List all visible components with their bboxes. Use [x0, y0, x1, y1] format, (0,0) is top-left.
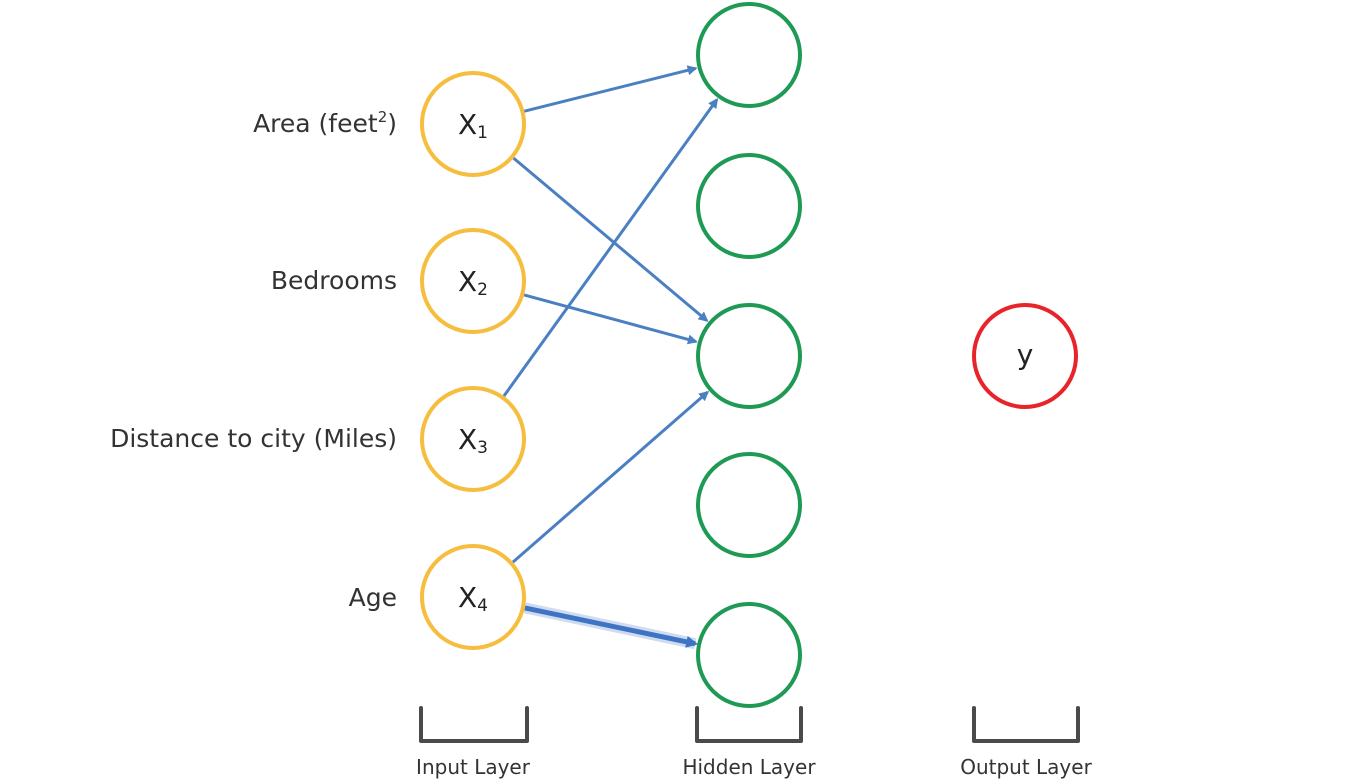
- hidden-node-5: [696, 602, 802, 708]
- hidden-layer-nodes: [696, 2, 802, 708]
- svg-text:X1: X1: [458, 108, 488, 143]
- input-node-x2: X2: [420, 228, 526, 334]
- svg-text:X4: X4: [458, 581, 488, 616]
- hidden-node-1: [696, 2, 802, 108]
- connection-x4-h5: [524, 605, 699, 648]
- connection-x4-h3: [511, 390, 710, 564]
- feature-label-distance: Distance to city (Miles): [110, 424, 397, 453]
- hidden-layer-label: Hidden Layer: [682, 755, 816, 779]
- input-node-x1: X1: [420, 71, 526, 177]
- feature-label-age: Age: [349, 583, 397, 612]
- hidden-node-2: [696, 153, 802, 259]
- feature-label-area: Area (feet2): [253, 108, 397, 138]
- input-layer-label: Input Layer: [416, 755, 531, 779]
- input-feature-labels: Area (feet2) Bedrooms Distance to city (…: [110, 108, 397, 612]
- connection-x1-h1: [524, 65, 698, 113]
- hidden-layer-bracket: [695, 706, 803, 743]
- layer-brackets: [419, 706, 1080, 743]
- feature-label-bedrooms: Bedrooms: [271, 266, 397, 295]
- layer-labels: Input Layer Hidden Layer Output Layer: [416, 755, 1093, 779]
- output-layer-label: Output Layer: [960, 755, 1092, 779]
- hidden-node-3: [696, 303, 802, 409]
- connection-x2-h3: [523, 293, 698, 345]
- input-node-x4: X4: [420, 544, 526, 650]
- input-node-x3: X3: [420, 386, 526, 492]
- output-node-y: y: [972, 303, 1078, 409]
- connection-x1-h3: [512, 156, 709, 322]
- svg-text:y: y: [1017, 338, 1034, 371]
- svg-text:X2: X2: [458, 265, 488, 300]
- hidden-node-4: [696, 452, 802, 558]
- svg-text:X3: X3: [458, 423, 488, 458]
- input-layer-bracket: [419, 706, 529, 743]
- connection-x3-h1: [502, 98, 719, 397]
- input-layer-nodes: X1 X2 X3 X4: [420, 71, 526, 650]
- output-layer-bracket: [972, 706, 1080, 743]
- connections-group: [502, 65, 719, 650]
